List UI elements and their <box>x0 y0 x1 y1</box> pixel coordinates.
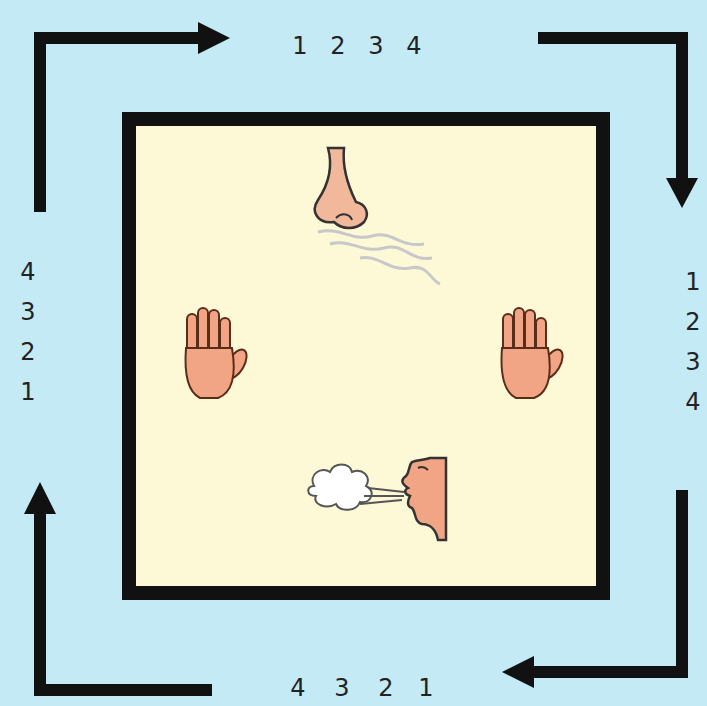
hand-icon <box>502 308 567 398</box>
count-number: 3 <box>685 350 700 374</box>
count-number: 4 <box>685 390 700 414</box>
count-number: 4 <box>20 260 35 284</box>
count-number: 3 <box>20 300 35 324</box>
hand-icon <box>186 308 251 398</box>
count-number: 1 <box>418 676 433 700</box>
cycle-arrows <box>40 38 682 690</box>
nose-icon <box>315 148 440 284</box>
count-number: 3 <box>368 34 383 58</box>
count-number: 1 <box>685 270 700 294</box>
count-number: 4 <box>406 34 421 58</box>
count-number: 1 <box>20 380 35 404</box>
count-number: 3 <box>334 676 349 700</box>
count-number: 2 <box>378 676 393 700</box>
count-number: 2 <box>685 310 700 334</box>
count-number: 1 <box>292 34 307 58</box>
count-number: 2 <box>330 34 345 58</box>
exhale-icon <box>308 458 446 540</box>
breathing-square <box>129 119 603 593</box>
arrowheads <box>24 22 698 688</box>
count-number: 4 <box>290 676 305 700</box>
count-number: 2 <box>20 340 35 364</box>
